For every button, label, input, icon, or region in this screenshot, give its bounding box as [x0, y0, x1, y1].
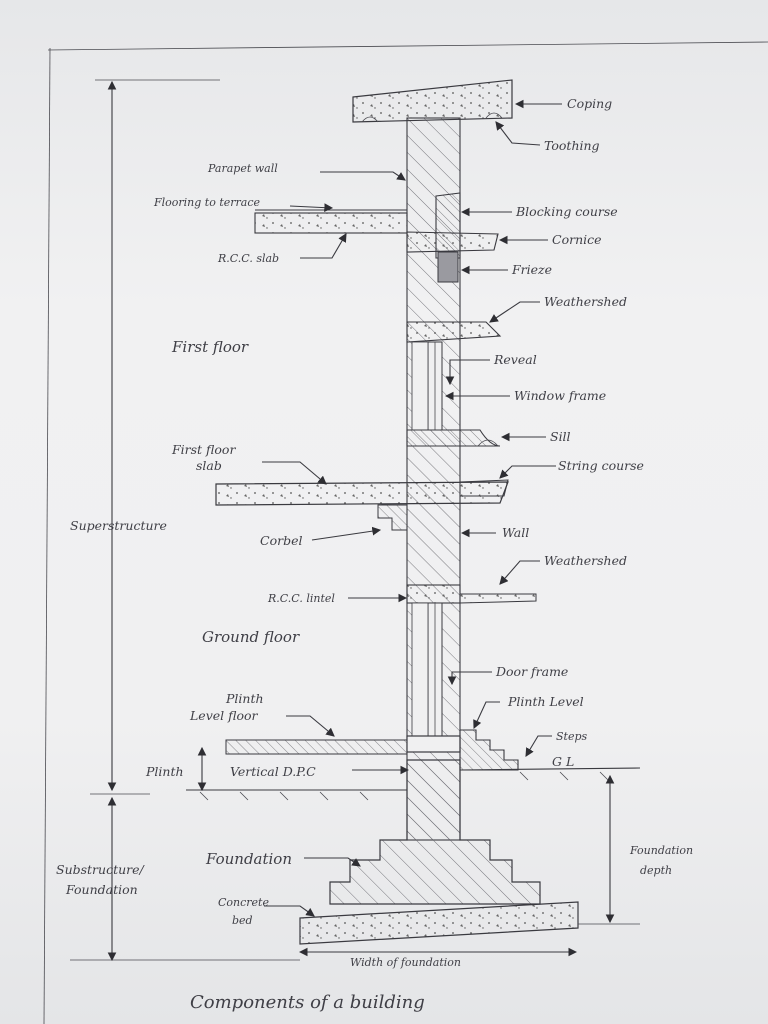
- label-parapet-wall: Parapet wall: [207, 162, 278, 175]
- label-door-frame: Door frame: [495, 664, 568, 679]
- label-vertical-dpc: Vertical D.P.C: [230, 764, 316, 779]
- label-wall: Wall: [502, 525, 529, 540]
- label-width-of-foundation: Width of foundation: [350, 956, 461, 969]
- labels: Coping Toothing Parapet wall Flooring to…: [56, 96, 693, 1013]
- label-reveal: Reveal: [493, 352, 537, 367]
- label-plinth: Plinth: [145, 764, 184, 779]
- label-plinth-level: Plinth Level: [507, 694, 584, 709]
- label-substructure-2: Foundation: [65, 882, 138, 897]
- label-first-floor: First floor: [171, 338, 249, 356]
- label-sill: Sill: [550, 429, 571, 444]
- label-rcc-lintel: R.C.C. lintel: [267, 592, 335, 605]
- label-rcc-slab: R.C.C. slab: [217, 252, 279, 265]
- label-foundation-depth-1: Foundation: [629, 844, 693, 857]
- label-plinth-level-floor-1: Plinth: [225, 691, 264, 706]
- label-foundation: Foundation: [205, 850, 292, 868]
- label-first-floor-slab-2: slab: [196, 458, 222, 473]
- label-ground-floor: Ground floor: [202, 628, 300, 646]
- label-window-frame: Window frame: [514, 388, 606, 403]
- dimension-lines: [70, 79, 640, 962]
- label-gl: G L: [552, 754, 574, 769]
- leader-lines: [262, 99, 562, 917]
- label-steps: Steps: [556, 730, 588, 743]
- label-cornice: Cornice: [552, 232, 602, 247]
- label-toothing: Toothing: [544, 138, 600, 153]
- label-superstructure: Superstructure: [70, 518, 167, 533]
- label-blocking-course: Blocking course: [515, 204, 618, 219]
- sheet-border: [43, 41, 768, 1024]
- drawing-title: Components of a building: [190, 992, 425, 1013]
- label-concrete-bed-1: Concrete: [218, 896, 269, 909]
- wall-section: [186, 79, 641, 945]
- label-coping: Coping: [567, 96, 612, 111]
- label-corbel: Corbel: [260, 533, 302, 548]
- label-string-course: String course: [558, 458, 644, 473]
- label-plinth-level-floor-2: Level floor: [189, 708, 259, 723]
- label-foundation-depth-2: depth: [640, 864, 672, 877]
- label-first-floor-slab-1: First floor: [171, 442, 236, 457]
- label-concrete-bed-2: bed: [232, 914, 253, 927]
- label-frieze: Frieze: [511, 262, 552, 277]
- label-weathershed-top: Weathershed: [544, 294, 627, 309]
- label-flooring-to-terrace: Flooring to terrace: [153, 196, 260, 209]
- label-weathershed-lower: Weathershed: [544, 553, 627, 568]
- label-substructure-1: Substructure/: [56, 862, 146, 877]
